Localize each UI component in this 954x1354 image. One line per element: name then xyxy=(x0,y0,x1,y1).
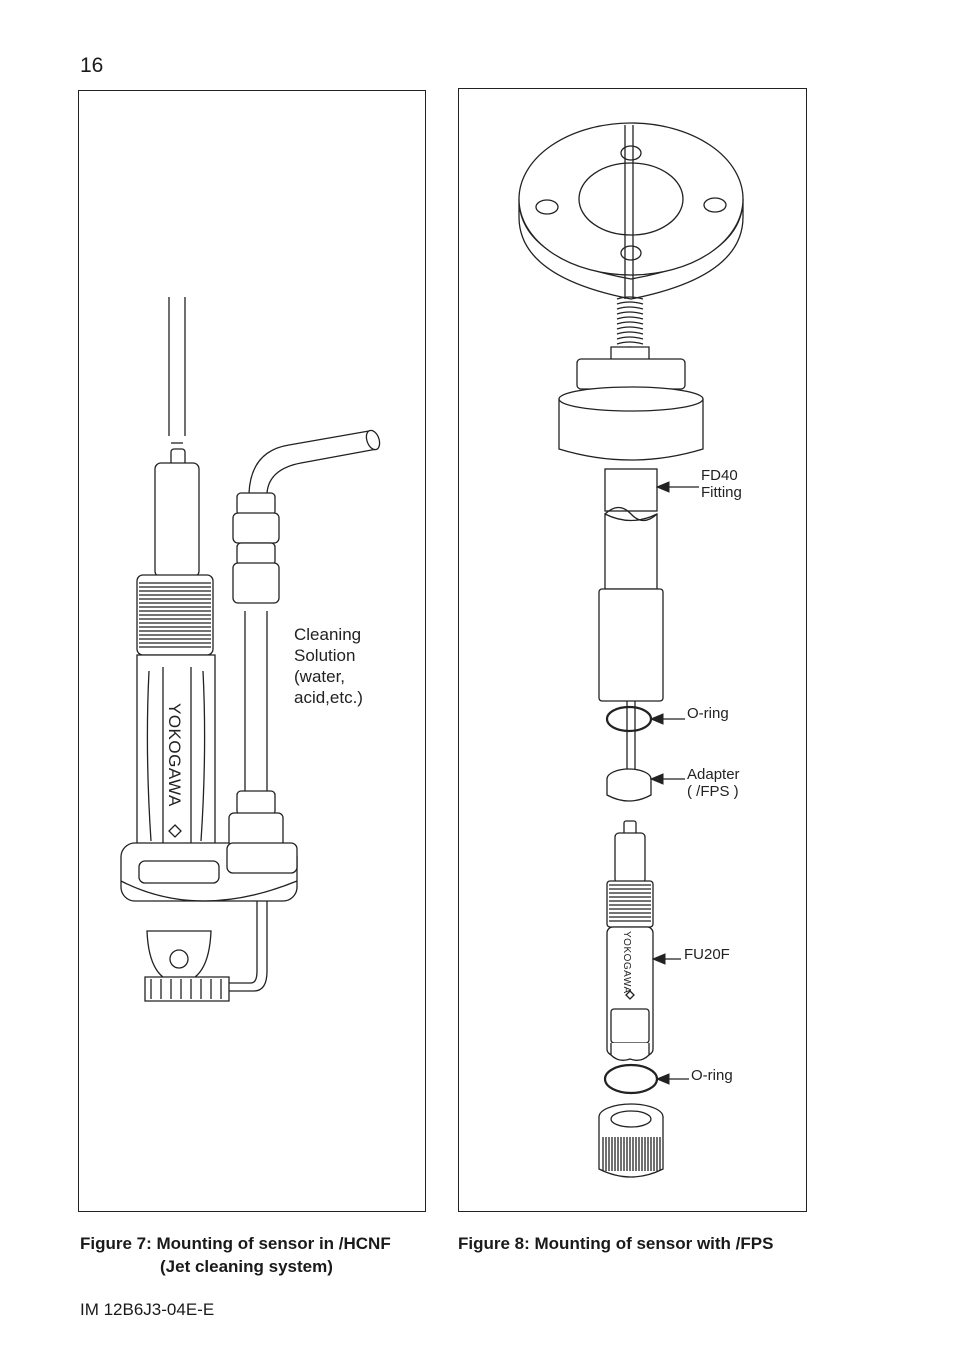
jet-cleaning-sensor-drawing: YOKOGAWA xyxy=(120,297,381,1002)
fps-label-line: ( /FPS ) xyxy=(687,783,739,800)
fu20f-label: FU20F xyxy=(684,946,730,963)
yokogawa-logo-fig7: YOKOGAWA xyxy=(165,703,184,807)
figure-7-caption: Figure 7: Mounting of sensor in /HCNF (J… xyxy=(80,1232,425,1278)
figure-7-frame: YOKOGAWA Cleaning Solution (water, aci xyxy=(78,90,426,1212)
fd40-fitting-label: FD40 Fitting xyxy=(701,467,742,501)
cleaning-solution-label: Cleaning Solution (water, acid,etc.) xyxy=(294,624,363,708)
cleaning-label-line: acid,etc.) xyxy=(294,688,363,707)
diamond-logo-icon xyxy=(168,824,182,838)
cleaning-label-line: Solution xyxy=(294,646,356,665)
fps-mounting-exploded-drawing: YOKOGAWA xyxy=(518,122,744,1178)
figure-8-caption: Figure 8: Mounting of sensor with /FPS xyxy=(458,1234,774,1253)
cleaning-label-line: (water, xyxy=(294,667,346,686)
fd40-label-line: FD40 xyxy=(701,467,738,484)
o-ring-top-label: O-ring xyxy=(687,705,729,722)
cleaning-label-line: Cleaning xyxy=(294,625,362,644)
diamond-logo-icon xyxy=(625,990,635,1000)
fitting-label-line: Fitting xyxy=(701,484,742,501)
document-id: IM 12B6J3-04E-E xyxy=(80,1300,215,1319)
figure-7-caption-line2: (Jet cleaning system) xyxy=(160,1257,333,1276)
o-ring-bottom-label: O-ring xyxy=(691,1067,733,1084)
adapter-label-line: Adapter xyxy=(687,766,740,783)
figure-7-caption-line1: Figure 7: Mounting of sensor in /HCNF xyxy=(80,1234,391,1253)
page-number: 16 xyxy=(80,54,104,77)
adapter-fps-label: Adapter ( /FPS ) xyxy=(687,766,740,800)
yokogawa-logo-fig8: YOKOGAWA xyxy=(621,931,632,994)
figure-8-frame: YOKOGAWA FD40 Fitting O-ring Adapter ( /… xyxy=(458,88,807,1212)
